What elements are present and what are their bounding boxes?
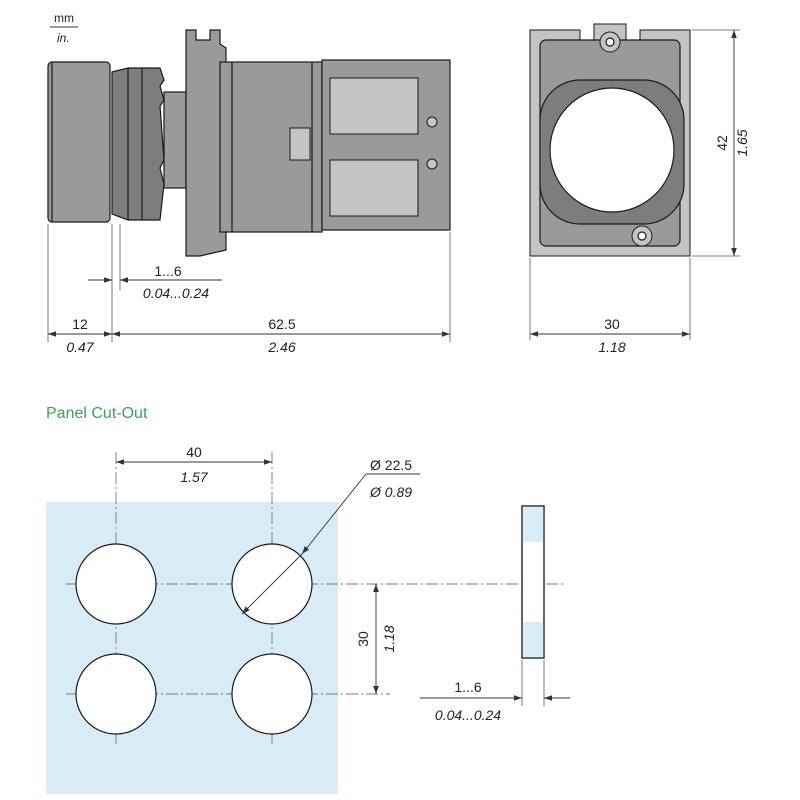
contact-window-upper xyxy=(329,77,419,135)
unit-metric-label: mm xyxy=(54,11,74,25)
panel-section: 1...6 0.04...0.24 xyxy=(420,505,570,723)
front-width-in: 1.18 xyxy=(598,339,625,355)
hole-diameter-in: Ø 0.89 xyxy=(369,484,412,500)
cutout-hole xyxy=(231,653,313,735)
front-height-mm: 42 xyxy=(714,135,730,151)
unit-legend: mm in. xyxy=(50,11,78,45)
side-thickness-in: 0.04...0.24 xyxy=(143,285,209,301)
side-thickness-mm: 1...6 xyxy=(154,263,181,279)
body-length-in: 2.46 xyxy=(267,339,295,355)
panel-thickness-mm: 1...6 xyxy=(454,679,481,695)
button-head xyxy=(47,61,111,223)
unit-imperial-label: in. xyxy=(57,31,70,45)
vertical-pitch-in: 1.18 xyxy=(381,625,397,652)
head-length-in: 0.47 xyxy=(66,339,94,355)
head-length-mm: 12 xyxy=(72,316,88,332)
panel-area xyxy=(46,502,338,794)
panel-cutout-dimensions: 40 1.57 Ø 22.5 Ø 0.89 30 1.18 xyxy=(116,444,420,694)
front-view xyxy=(529,23,691,257)
body-length-mm: 62.5 xyxy=(268,316,295,332)
collar xyxy=(163,91,187,189)
push-button-face xyxy=(549,87,675,213)
mounting-flange xyxy=(185,29,227,257)
side-view xyxy=(47,29,451,257)
vertical-pitch-mm: 30 xyxy=(355,631,371,647)
hole-diameter-mm: Ø 22.5 xyxy=(370,457,412,473)
cutout-hole xyxy=(75,653,157,735)
panel-cutout-title: Panel Cut-Out xyxy=(46,405,148,422)
horizontal-pitch-in: 1.57 xyxy=(180,469,208,485)
horizontal-pitch-mm: 40 xyxy=(186,444,202,460)
terminal-screw-icon xyxy=(426,158,438,170)
side-view-dimensions: 1...6 0.04...0.24 12 0.47 62.5 2.46 xyxy=(47,224,451,355)
front-height-in: 1.65 xyxy=(734,129,750,156)
front-view-dimensions: 30 1.18 42 1.65 xyxy=(529,29,750,355)
cutout-hole xyxy=(75,543,157,625)
latch xyxy=(289,127,311,161)
panel-cutout xyxy=(46,452,565,794)
panel-thickness-in: 0.04...0.24 xyxy=(435,707,501,723)
front-width-mm: 30 xyxy=(604,316,620,332)
terminal-screw-icon xyxy=(426,116,438,128)
mounting-nut xyxy=(111,67,165,221)
contact-window-lower xyxy=(329,159,419,217)
